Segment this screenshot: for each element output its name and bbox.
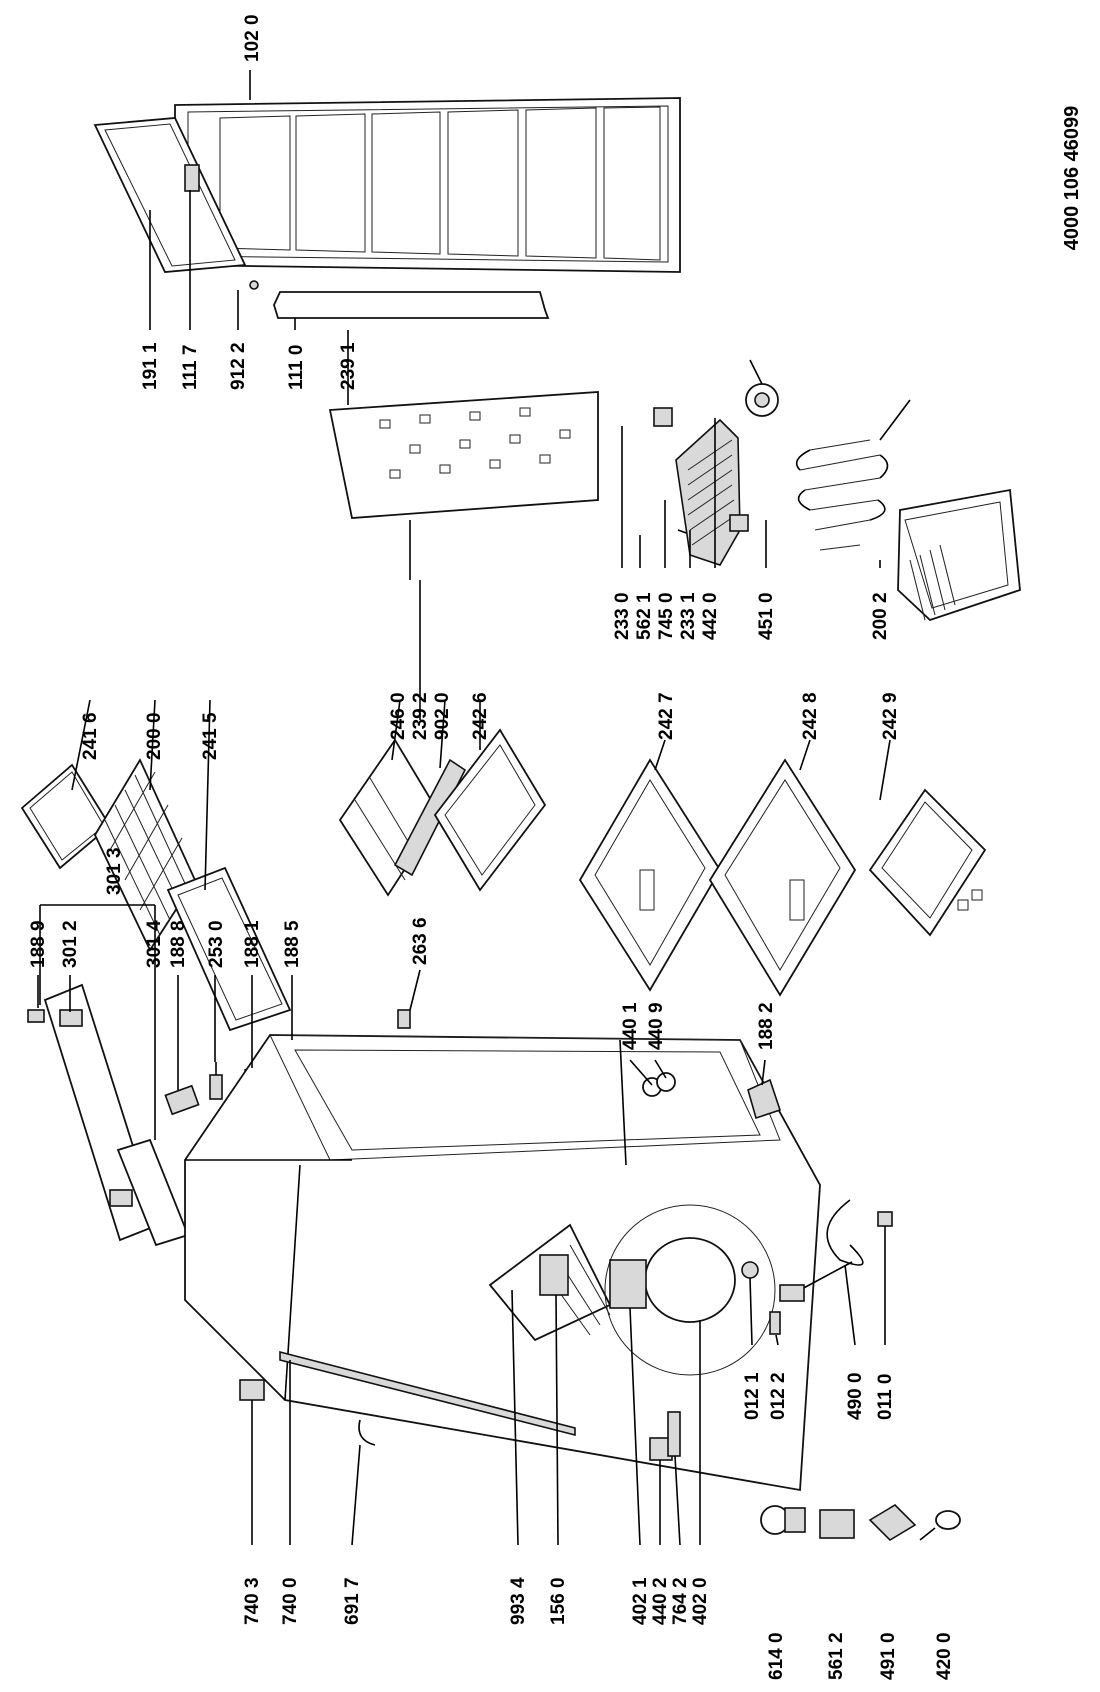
evaporator-cover-part — [675, 418, 741, 566]
label-9020: 902 0 — [432, 692, 453, 740]
back-plate-part — [328, 391, 599, 519]
label-3012: 301 2 — [60, 920, 81, 968]
label-2636: 263 6 — [410, 917, 431, 965]
drawer-part — [578, 758, 722, 992]
label-2460: 246 0 — [388, 692, 409, 740]
heater-coil-part — [795, 399, 911, 551]
compressor-part — [604, 1204, 776, 1376]
label-2415: 241 5 — [200, 712, 221, 760]
label-2426: 242 6 — [470, 692, 491, 740]
switch-part — [209, 1062, 223, 1100]
label-3013: 301 3 — [104, 847, 125, 895]
hinge-cover-part — [184, 164, 200, 192]
label-2530: 253 0 — [206, 920, 227, 968]
flap-trim-part — [393, 758, 467, 877]
label-2416: 241 6 — [80, 712, 101, 760]
lamp-holder-part — [653, 407, 673, 427]
label-0122: 012 2 — [768, 1372, 789, 1420]
label-2391: 239 1 — [338, 342, 359, 390]
label-1117: 111 7 — [180, 345, 201, 390]
knob-part — [27, 1009, 45, 1023]
small-drawer-part — [433, 728, 547, 892]
starter-relay-part — [819, 1509, 855, 1539]
label-1889: 188 9 — [28, 920, 49, 968]
sticker-part — [164, 1084, 200, 1116]
label-1110: 111 0 — [286, 345, 307, 390]
lamp-part — [642, 1072, 676, 1097]
label-2429: 242 9 — [880, 692, 901, 740]
label-1885: 188 5 — [282, 920, 303, 968]
base-profile-part — [279, 1350, 576, 1437]
end-cap-part — [239, 1379, 265, 1401]
label-4420: 442 0 — [700, 592, 721, 640]
label-2330: 233 0 — [612, 592, 633, 640]
label-6140: 614 0 — [766, 1632, 787, 1680]
label-2427: 242 7 — [656, 692, 677, 740]
capacitor-part — [769, 1311, 781, 1335]
label-4900: 490 0 — [845, 1372, 866, 1420]
part-labels: 102 0 191 1 111 7 912 2 111 0 239 1 233 … — [28, 14, 955, 1680]
label-1882: 188 2 — [756, 1002, 777, 1050]
relay-part — [741, 1261, 759, 1279]
label-1881: 188 1 — [242, 920, 263, 968]
label-6917: 691 7 — [342, 1577, 363, 1625]
door-handle-part — [273, 291, 550, 319]
label-4402: 440 2 — [650, 1577, 671, 1625]
wire-shelf-part — [93, 758, 197, 952]
label-0121: 012 1 — [742, 1372, 763, 1420]
label-0110: 011 0 — [875, 1374, 896, 1421]
drawer-part — [868, 788, 987, 937]
label-9934: 993 4 — [508, 1577, 529, 1625]
junction-box-part — [868, 1503, 917, 1542]
door-part — [174, 97, 681, 273]
grille-part — [539, 1254, 569, 1296]
label-7400: 740 0 — [280, 1577, 301, 1625]
label-4910: 491 0 — [878, 1632, 899, 1680]
label-4409: 440 9 — [646, 1002, 667, 1050]
label-2428: 242 8 — [800, 692, 821, 740]
thermostat-part — [745, 359, 779, 417]
power-cord-part — [779, 1199, 864, 1302]
evaporator-housing-part — [897, 488, 1021, 622]
label-5612: 561 2 — [826, 1632, 847, 1680]
label-4510: 451 0 — [756, 592, 777, 640]
lamp-bulb-part — [919, 1510, 961, 1541]
dryer-part — [667, 1411, 681, 1457]
screw-part — [249, 280, 259, 290]
label-1560: 156 0 — [548, 1577, 569, 1625]
foot-part — [877, 1211, 893, 1227]
label-1911: 191 1 — [140, 342, 161, 390]
label-2002: 200 2 — [870, 592, 891, 640]
document-ref: 4000 106 46099 — [1061, 106, 1083, 251]
label-5621: 562 1 — [634, 592, 655, 640]
drawer-part — [708, 758, 857, 997]
label-2000: 200 0 — [144, 712, 165, 760]
label-7642: 764 2 — [670, 1577, 691, 1625]
label-4200: 420 0 — [934, 1632, 955, 1680]
label-7450: 745 0 — [656, 592, 677, 640]
label-1020: 102 0 — [242, 14, 263, 62]
label-4401: 440 1 — [620, 1002, 641, 1050]
label-3014: 301 4 — [144, 920, 165, 968]
hinge-pin-part — [397, 1009, 411, 1029]
label-4020: 402 0 — [690, 1577, 711, 1625]
label-2392: 239 2 — [410, 692, 431, 740]
sensor-part — [358, 1419, 376, 1446]
label-7403: 740 3 — [242, 1577, 263, 1625]
thermostat-knob-part — [760, 1505, 806, 1535]
label-4021: 402 1 — [630, 1577, 651, 1625]
label-9122: 912 2 — [228, 342, 249, 390]
shelf-trim-part — [20, 763, 112, 870]
label-1888: 188 8 — [168, 920, 189, 968]
lamp-socket-part — [729, 514, 749, 532]
label-2331: 233 1 — [678, 592, 699, 640]
